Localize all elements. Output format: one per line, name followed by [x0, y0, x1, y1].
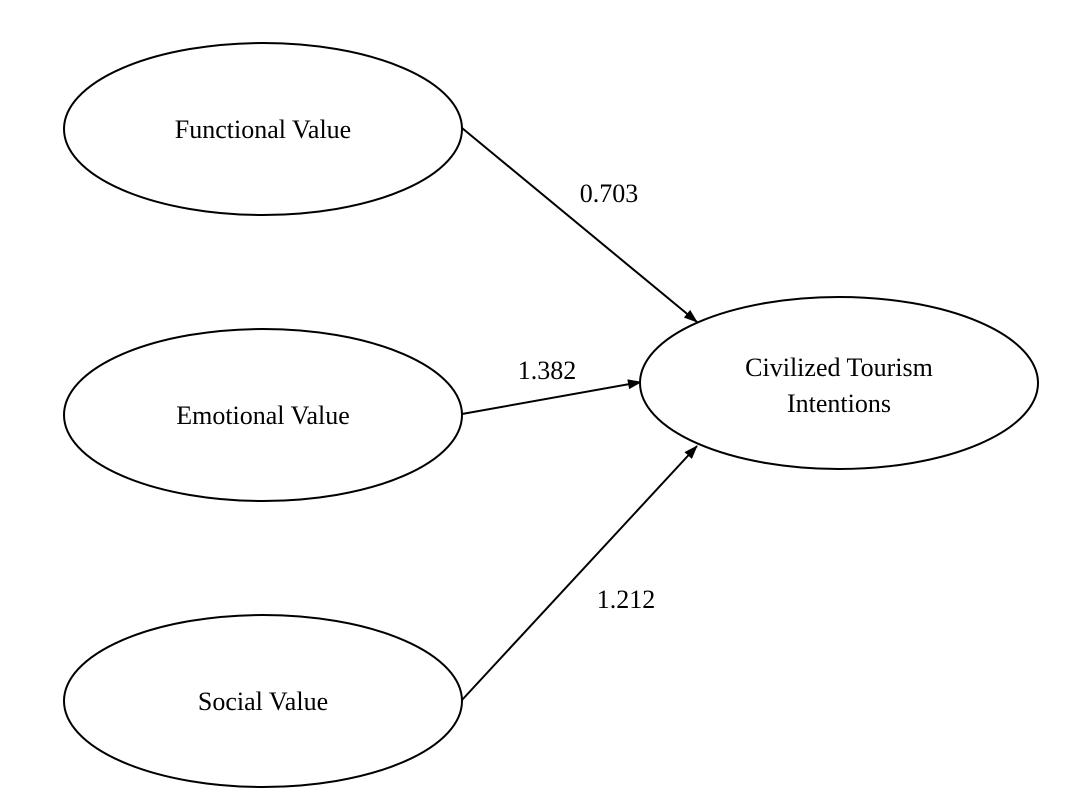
- edge-weight-functional: 0.703: [580, 179, 639, 208]
- edge-weight-emotional: 1.382: [518, 356, 577, 385]
- node-emotional-value-shape: [63, 328, 463, 502]
- node-emotional-value: Emotional Value: [63, 328, 463, 502]
- node-functional-value: Functional Value: [63, 42, 463, 216]
- edge-social-to-intentions: [461, 445, 698, 701]
- node-civilized-tourism-intentions-label-line2: Intentions: [787, 389, 891, 418]
- node-functional-value-label: Functional Value: [175, 115, 351, 144]
- node-civilized-tourism-intentions-label-line1: Civilized Tourism: [745, 353, 933, 382]
- node-social-value-label: Social Value: [198, 687, 328, 716]
- edge-emotional-to-intentions: [461, 379, 642, 415]
- node-civilized-tourism-intentions: Civilized Tourism Intentions: [639, 296, 1039, 470]
- node-functional-value-shape: [63, 42, 463, 216]
- edge-weight-social: 1.212: [597, 585, 656, 614]
- edge-functional-to-intentions: [461, 127, 698, 323]
- node-civilized-tourism-intentions-shape: [639, 296, 1039, 470]
- node-social-value-shape: [63, 614, 463, 788]
- node-emotional-value-label: Emotional Value: [176, 401, 350, 430]
- node-social-value: Social Value: [63, 614, 463, 788]
